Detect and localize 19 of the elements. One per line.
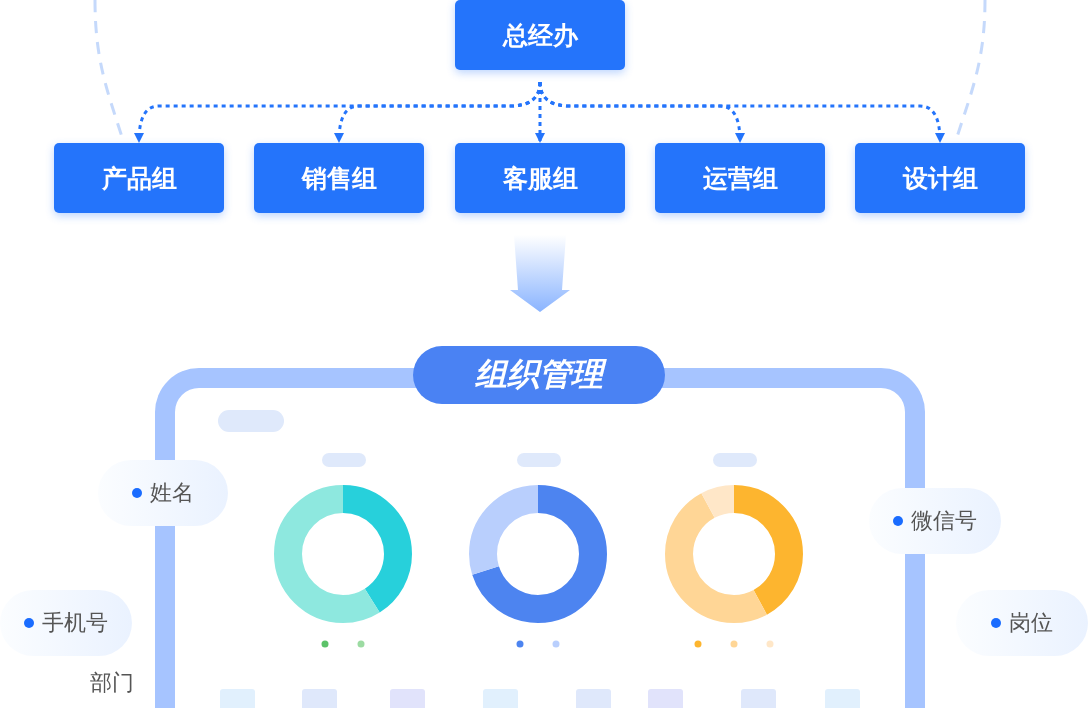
field-name: 岗位 [1009,609,1053,637]
field-label: 部门 [90,669,134,697]
flow-arrow [510,235,570,312]
org-box: 销售组 [254,143,424,213]
dashed-line [93,0,124,138]
title-badge: 组织管理 [413,346,665,404]
field-name: 手机号 [42,609,108,637]
org-box: 客服组 [455,143,625,213]
dashed-line [955,0,987,138]
field-name: 微信号 [911,507,977,535]
dotted-arrow [538,81,945,143]
field-name: 姓名 [150,479,194,507]
org-box: 设计组 [855,143,1025,213]
org-box: 产品组 [54,143,224,213]
field-pill [956,590,1088,656]
org-box: 总经办 [455,0,625,70]
org-box: 运营组 [655,143,825,213]
field-pill [0,590,132,656]
dotted-arrow [334,81,542,143]
